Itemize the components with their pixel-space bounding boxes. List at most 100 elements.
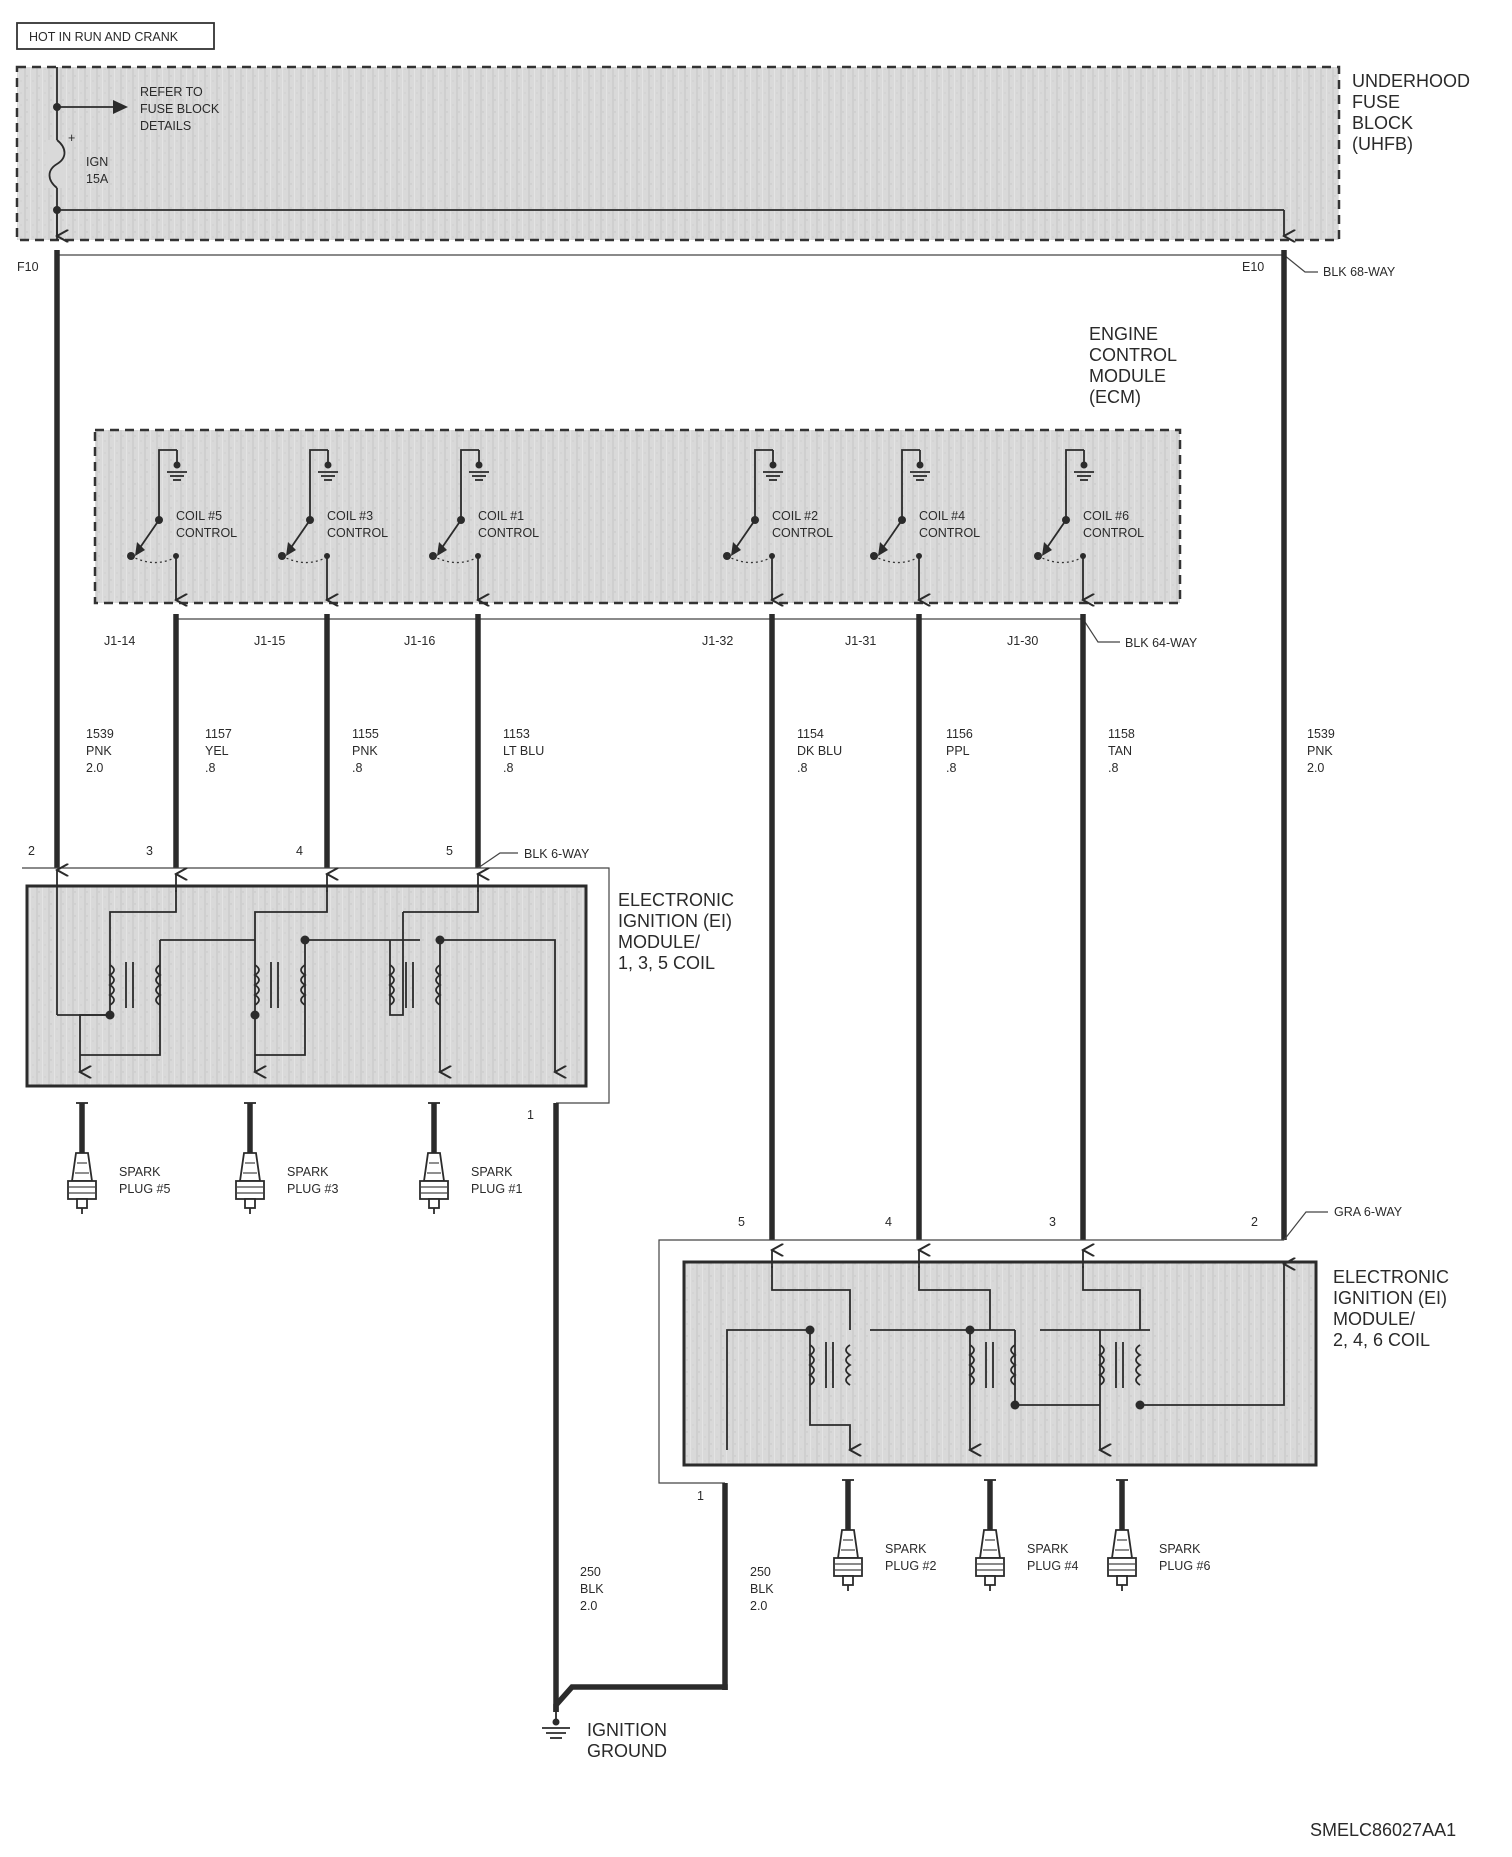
ground-icon bbox=[167, 461, 187, 481]
connector-gra-6way: GRA 6-WAY bbox=[1334, 1205, 1403, 1219]
refer-text-2: FUSE BLOCK bbox=[140, 102, 220, 116]
ei-b-name-1: ELECTRONIC bbox=[1333, 1267, 1449, 1287]
pin-j1-31: J1-31 bbox=[845, 634, 876, 648]
transistor-icon bbox=[437, 519, 462, 556]
ei-b-name-2: IGNITION (EI) bbox=[1333, 1288, 1447, 1308]
svg-text:PPL: PPL bbox=[946, 744, 970, 758]
wire-label-1157: 1157 YEL .8 bbox=[205, 727, 232, 775]
fuse-icon bbox=[48, 139, 66, 189]
svg-text:.8: .8 bbox=[946, 761, 956, 775]
ecm-driver-coil-6: COIL #6 CONTROL bbox=[1034, 449, 1144, 600]
ecm-driver-coil-5: COIL #5 CONTROL bbox=[127, 449, 237, 600]
ground-label-2: GROUND bbox=[587, 1741, 667, 1761]
spark-plug-icon bbox=[975, 1529, 1005, 1591]
ei-b-pin-1: 1 bbox=[697, 1489, 704, 1503]
ei-b-name-4: 2, 4, 6 COIL bbox=[1333, 1330, 1430, 1350]
ei-b-coil-4-icon bbox=[968, 1342, 1017, 1388]
ground-icon bbox=[1074, 461, 1094, 481]
ei-a-pin-2: 2 bbox=[28, 844, 35, 858]
transistor-icon bbox=[731, 519, 756, 556]
plug-label-2: PLUG #6 bbox=[1159, 1559, 1210, 1573]
harness-wires bbox=[54, 250, 1287, 1240]
ei-a-pin-3: 3 bbox=[146, 844, 153, 858]
svg-text:DK BLU: DK BLU bbox=[797, 744, 842, 758]
ei-b-coil-6-icon bbox=[1098, 1342, 1142, 1388]
svg-text:.8: .8 bbox=[205, 761, 215, 775]
connector-blk-68way: BLK 68-WAY bbox=[1323, 265, 1396, 279]
ei-b-pin-4: 4 bbox=[885, 1215, 892, 1229]
spark-plug-a-2: SPARK PLUG #1 bbox=[419, 1102, 522, 1214]
connector-blk-6way: BLK 6-WAY bbox=[524, 847, 590, 861]
ei-a-name-3: MODULE/ bbox=[618, 932, 700, 952]
driver-label-1: COIL #2 bbox=[772, 509, 818, 523]
ei-b-coil-2-icon bbox=[808, 1342, 852, 1388]
driver-label-2: CONTROL bbox=[1083, 526, 1144, 540]
fuse-label-2: 15A bbox=[86, 172, 109, 186]
ground-icon bbox=[763, 461, 783, 481]
plug-label-2: PLUG #1 bbox=[471, 1182, 522, 1196]
ei-a-name-4: 1, 3, 5 COIL bbox=[618, 953, 715, 973]
spark-plug-a-0: SPARK PLUG #5 bbox=[67, 1102, 170, 1214]
ecm-name-2: CONTROL bbox=[1089, 345, 1177, 365]
connector-blk-64way: BLK 64-WAY bbox=[1125, 636, 1198, 650]
plug-label-2: PLUG #5 bbox=[119, 1182, 170, 1196]
ecm-connector: BLK 64-WAY J1-14 J1-15 J1-16 J1-32 J1-31… bbox=[104, 618, 1198, 650]
ei-a-name-1: ELECTRONIC bbox=[618, 890, 734, 910]
svg-text:1155: 1155 bbox=[352, 727, 379, 741]
svg-text:PNK: PNK bbox=[86, 744, 112, 758]
plug-label-1: SPARK bbox=[471, 1165, 513, 1179]
fuse-block-name-3: BLOCK bbox=[1352, 113, 1413, 133]
refer-text-1: REFER TO bbox=[140, 85, 203, 99]
transistor-icon bbox=[286, 519, 311, 556]
pin-e10: E10 bbox=[1242, 260, 1264, 274]
driver-label-1: COIL #6 bbox=[1083, 509, 1129, 523]
driver-label-2: CONTROL bbox=[327, 526, 388, 540]
svg-text:BLK: BLK bbox=[750, 1582, 774, 1596]
spark-plug-icon bbox=[833, 1529, 863, 1591]
pin-j1-15: J1-15 bbox=[254, 634, 285, 648]
svg-text:.8: .8 bbox=[797, 761, 807, 775]
plug-label-2: PLUG #3 bbox=[287, 1182, 338, 1196]
ei-b-pin-2: 2 bbox=[1251, 1215, 1258, 1229]
svg-text:1156: 1156 bbox=[946, 727, 973, 741]
plug-label-1: SPARK bbox=[885, 1542, 927, 1556]
svg-text:2.0: 2.0 bbox=[750, 1599, 767, 1613]
svg-text:1154: 1154 bbox=[797, 727, 824, 741]
svg-text:2.0: 2.0 bbox=[580, 1599, 597, 1613]
fuse-plus: + bbox=[68, 131, 75, 145]
plug-label-1: SPARK bbox=[119, 1165, 161, 1179]
driver-label-1: COIL #3 bbox=[327, 509, 373, 523]
ground-wire-labels: 250 BLK 2.0 250 BLK 2.0 bbox=[580, 1565, 774, 1613]
pin-j1-14: J1-14 bbox=[104, 634, 135, 648]
wire-label-1153: 1153 LT BLU .8 bbox=[503, 727, 544, 775]
svg-text:.8: .8 bbox=[1108, 761, 1118, 775]
svg-text:LT BLU: LT BLU bbox=[503, 744, 544, 758]
wire-label-1539-left: 1539 PNK 2.0 bbox=[86, 727, 114, 775]
spark-plugs-a: SPARK PLUG #5 SPARK PLUG #3 SPARK PLUG #1 bbox=[67, 1102, 522, 1214]
wire-labels: 1539 PNK 2.0 1157 YEL .8 1155 PNK .8 115… bbox=[86, 727, 1335, 775]
ei-module-a: 2 3 4 5 BLK 6-WAY ELECTRONIC IGNITION (E… bbox=[22, 844, 734, 1690]
driver-label-2: CONTROL bbox=[176, 526, 237, 540]
refer-text-3: DETAILS bbox=[140, 119, 191, 133]
wire-label-1156: 1156 PPL .8 bbox=[946, 727, 973, 775]
ground-icon bbox=[318, 461, 338, 481]
svg-text:1157: 1157 bbox=[205, 727, 232, 741]
ei-b-name-3: MODULE/ bbox=[1333, 1309, 1415, 1329]
svg-text:.8: .8 bbox=[352, 761, 362, 775]
driver-label-2: CONTROL bbox=[478, 526, 539, 540]
ecm-name-1: ENGINE bbox=[1089, 324, 1158, 344]
wire-label-1155: 1155 PNK .8 bbox=[352, 727, 379, 775]
svg-text:2.0: 2.0 bbox=[86, 761, 103, 775]
svg-text:250: 250 bbox=[580, 1565, 601, 1579]
driver-label-1: COIL #4 bbox=[919, 509, 965, 523]
plug-label-1: SPARK bbox=[287, 1165, 329, 1179]
pin-j1-16: J1-16 bbox=[404, 634, 435, 648]
driver-label-1: COIL #5 bbox=[176, 509, 222, 523]
transistor-icon bbox=[878, 519, 903, 556]
ecm-name-4: (ECM) bbox=[1089, 387, 1141, 407]
driver-label-1: COIL #1 bbox=[478, 509, 524, 523]
